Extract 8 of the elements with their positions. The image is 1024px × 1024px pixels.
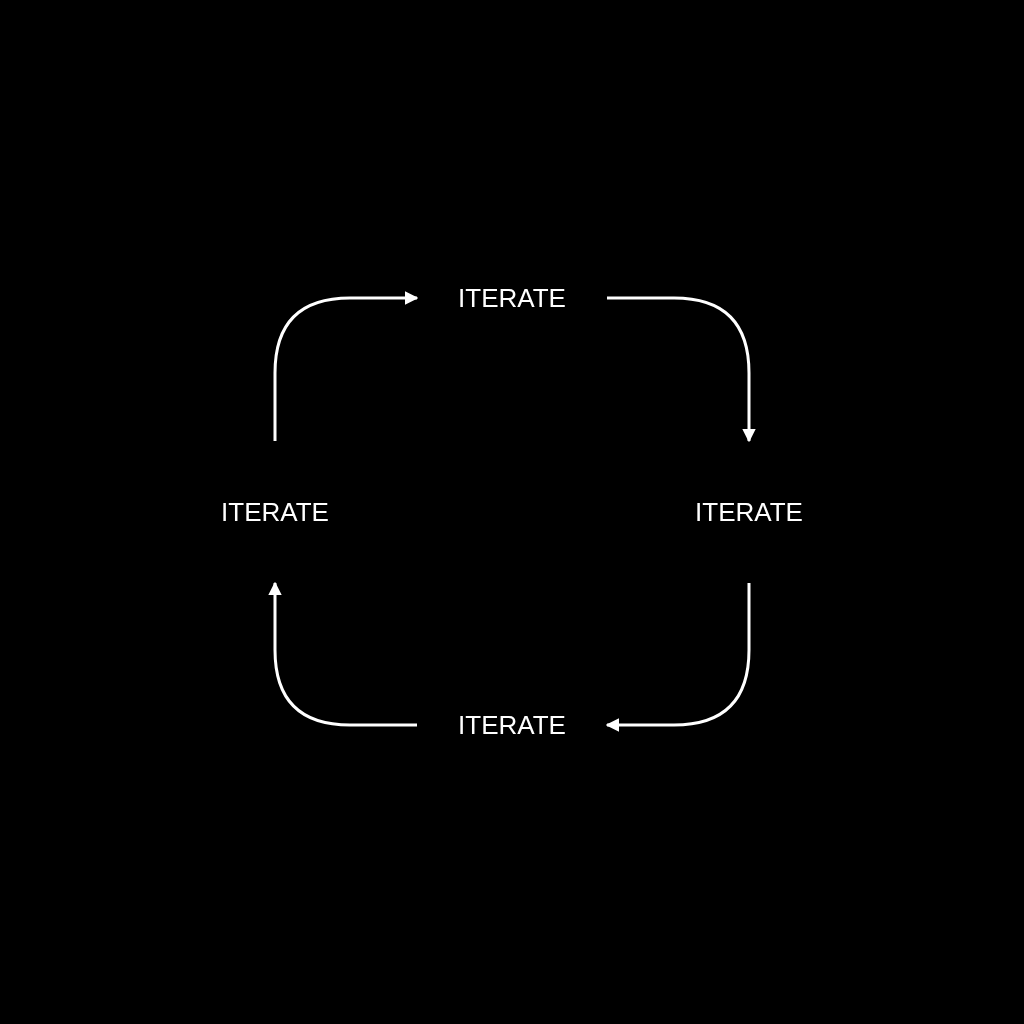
step-label: ITERATE bbox=[695, 499, 803, 525]
arrow bbox=[605, 583, 751, 732]
step-label: ITERATE bbox=[458, 712, 566, 738]
step-label: ITERATE bbox=[221, 499, 329, 525]
arrow bbox=[273, 291, 419, 441]
step-label: ITERATE bbox=[458, 285, 566, 311]
arrow bbox=[268, 581, 417, 727]
arrow bbox=[607, 296, 756, 443]
